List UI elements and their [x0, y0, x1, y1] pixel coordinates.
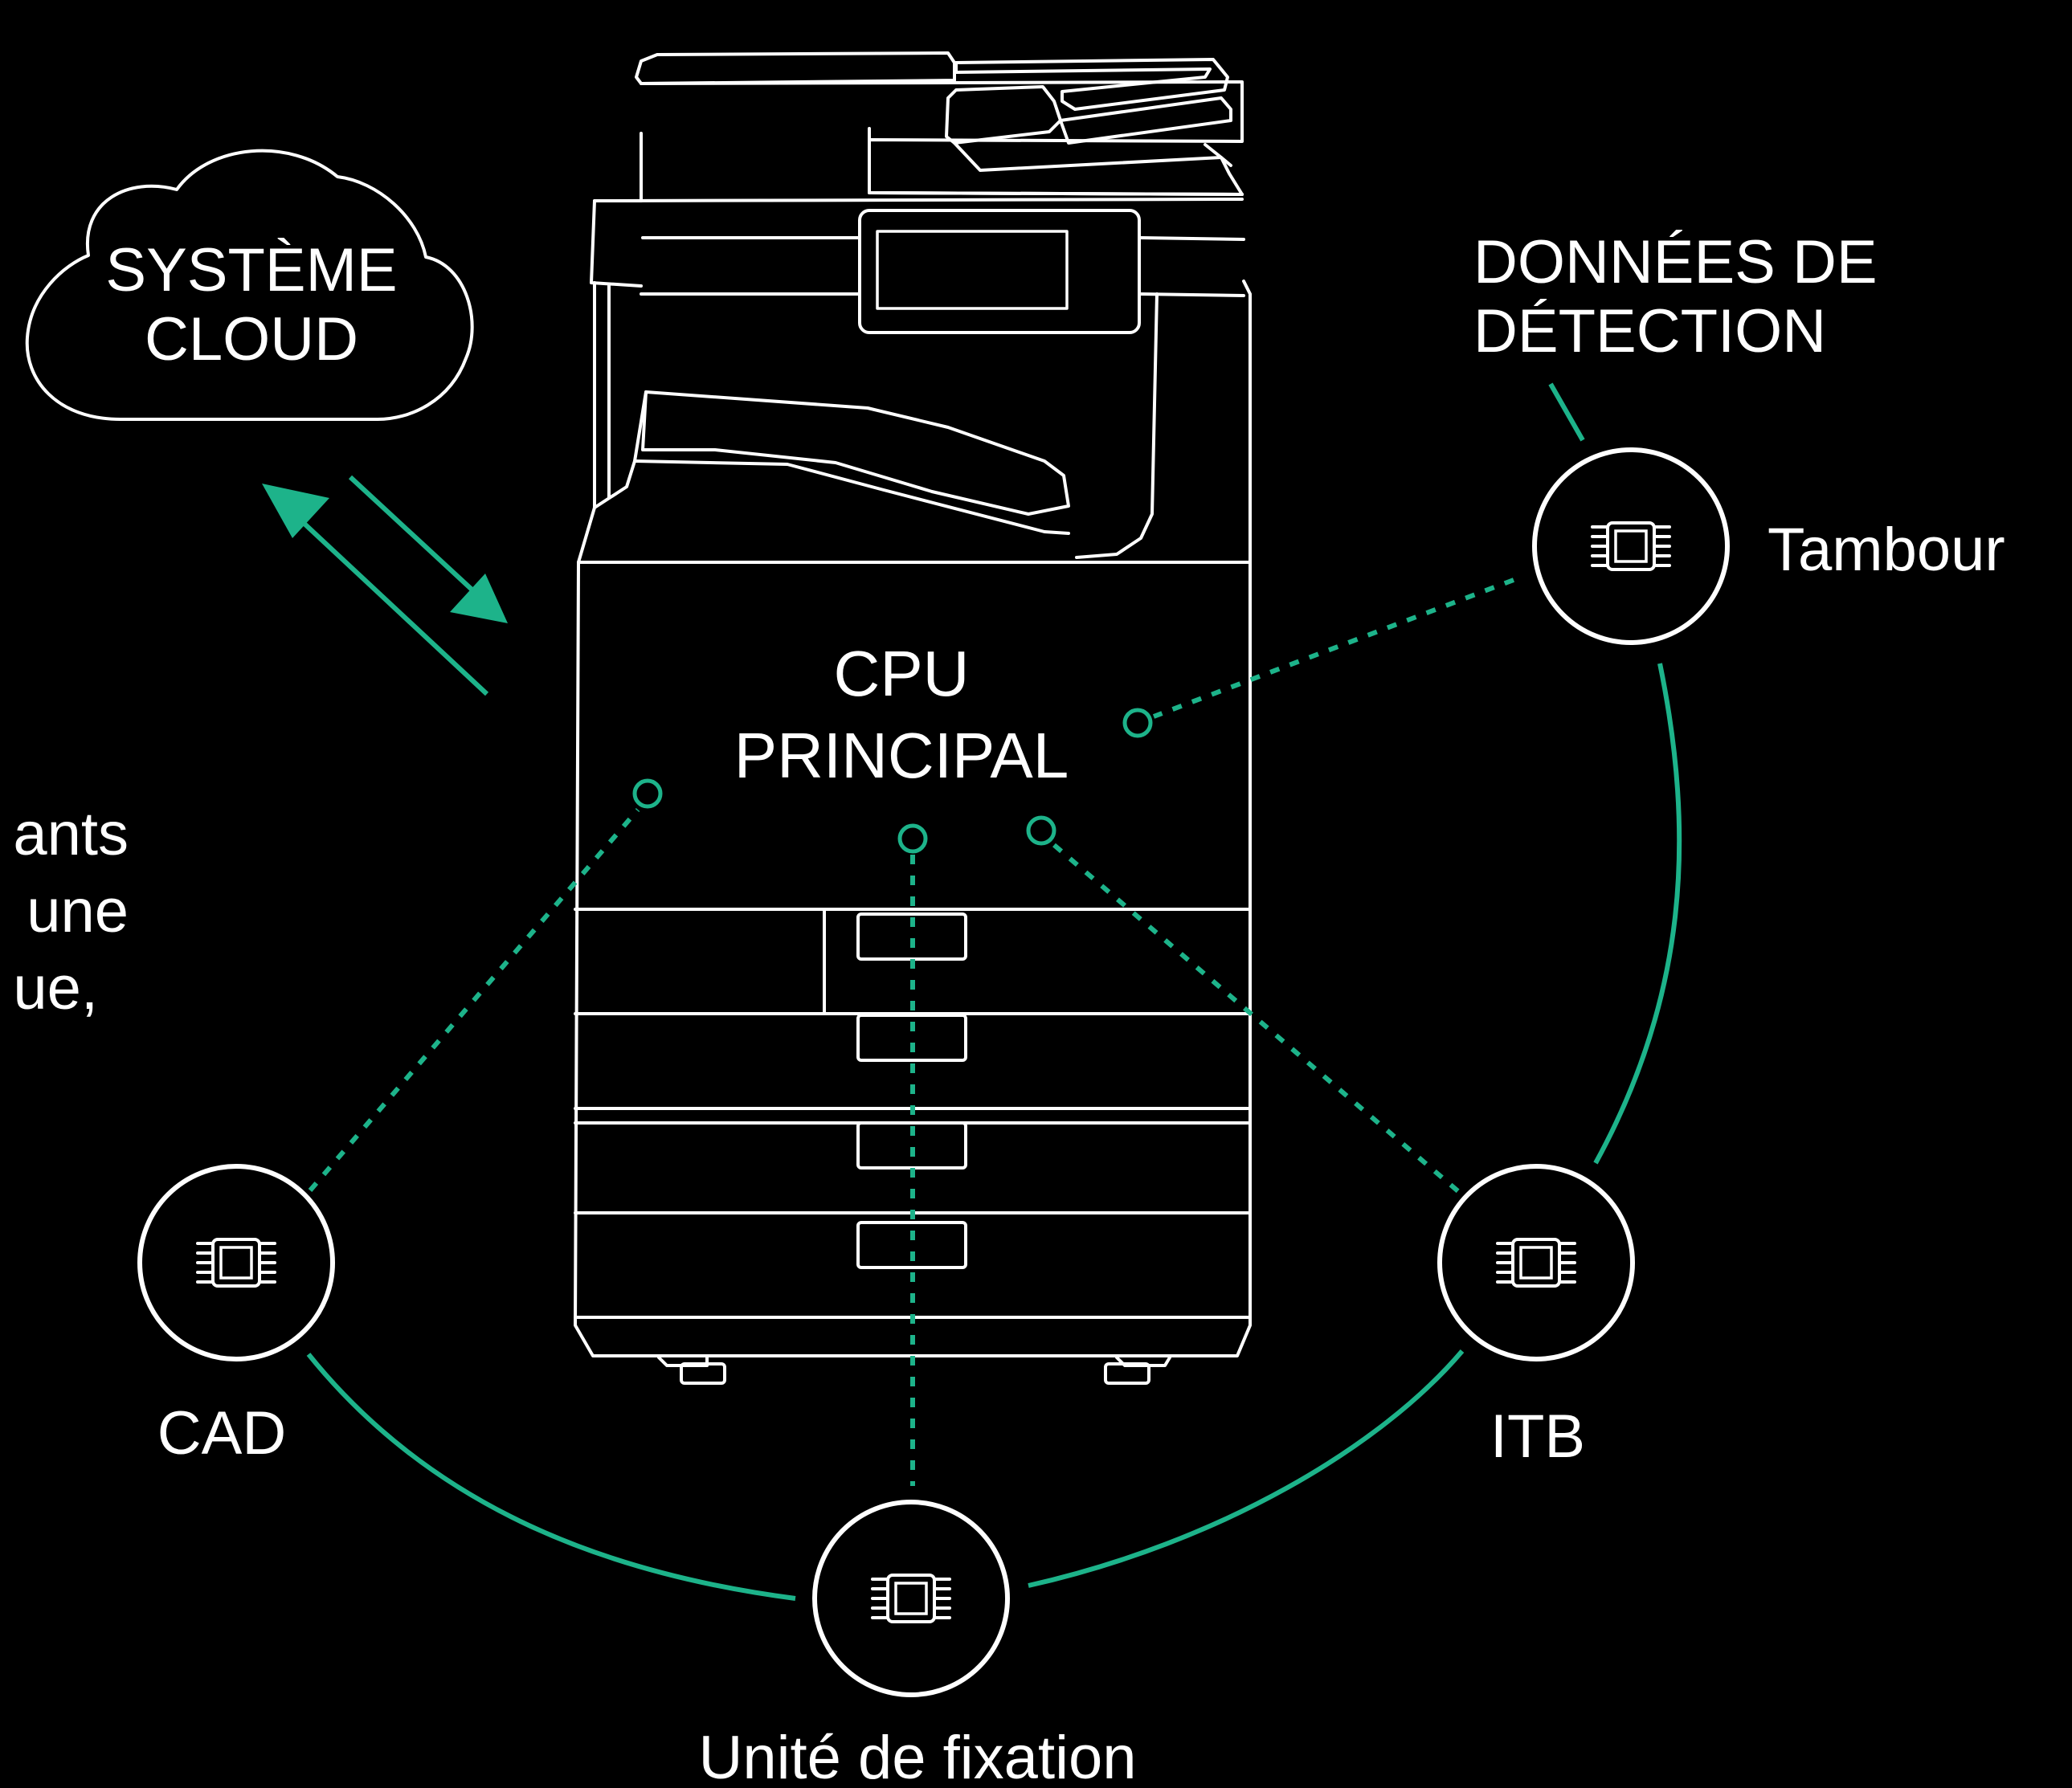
cpu-label-line2: PRINCIPAL [734, 720, 1069, 791]
cloud-label-line2: CLOUD [145, 305, 358, 374]
feeder-tray [945, 85, 1062, 145]
side-text-line1: ants [13, 800, 129, 868]
dotted-link-itb [1052, 843, 1461, 1194]
cloud-outline [25, 149, 474, 421]
node-fuser [812, 1500, 1010, 1697]
fuser-label: Unité de fixation [699, 1724, 1137, 1788]
drawer-handle-2 [856, 1014, 967, 1062]
dotted-link-drum [1152, 578, 1515, 719]
scanner-shelf [868, 127, 1244, 196]
node-drum [1532, 447, 1730, 645]
control-band-right [1139, 236, 1245, 241]
download-arrow [348, 475, 508, 623]
node-cad [137, 1164, 335, 1361]
connector-dot-itb [1026, 815, 1056, 846]
control-top [593, 198, 1244, 202]
output-tray [641, 390, 1070, 516]
side-text-line2: une [27, 877, 129, 945]
connector-dot-drum [1122, 708, 1153, 738]
drum-label: Tambour [1768, 516, 2005, 584]
connector-dot-fuser [897, 823, 928, 854]
right-body [1242, 280, 1252, 565]
arc-fuser-cad [306, 1353, 796, 1601]
foot-left [680, 1362, 726, 1385]
output-tray-edge [633, 459, 1070, 535]
cloud-icon [25, 149, 474, 421]
connector-dot-cad [632, 778, 663, 809]
output-tray-left [593, 390, 648, 509]
document-feeder [954, 58, 1229, 111]
arc-itb-fuser [1028, 1349, 1465, 1588]
sensing-data-connector [1548, 382, 1585, 442]
drawer-handle-4 [856, 1221, 967, 1269]
display-screen [876, 230, 1069, 310]
display-panel-frame [858, 209, 1141, 334]
printer-icon [574, 51, 1252, 1385]
sensing-data-line2: DÉTECTION [1473, 297, 1826, 365]
arc-drum-itb [1593, 663, 1682, 1165]
cloud-label-line1: SYSTÈME [105, 236, 397, 304]
right-curve [1075, 292, 1159, 559]
itb-label: ITB [1490, 1402, 1585, 1471]
scanner-side [1204, 143, 1244, 196]
feeder-edge [953, 141, 1232, 172]
dotted-link-cad [308, 808, 640, 1192]
node-itb [1437, 1164, 1635, 1361]
upload-arrow [262, 484, 489, 696]
side-text-line3: ue, [13, 954, 98, 1023]
sensing-data-line1: DONNÉES DE [1473, 228, 1878, 296]
cpu-label-line1: CPU [834, 638, 970, 709]
cad-label: CAD [157, 1399, 286, 1468]
foot-right [1104, 1362, 1150, 1385]
